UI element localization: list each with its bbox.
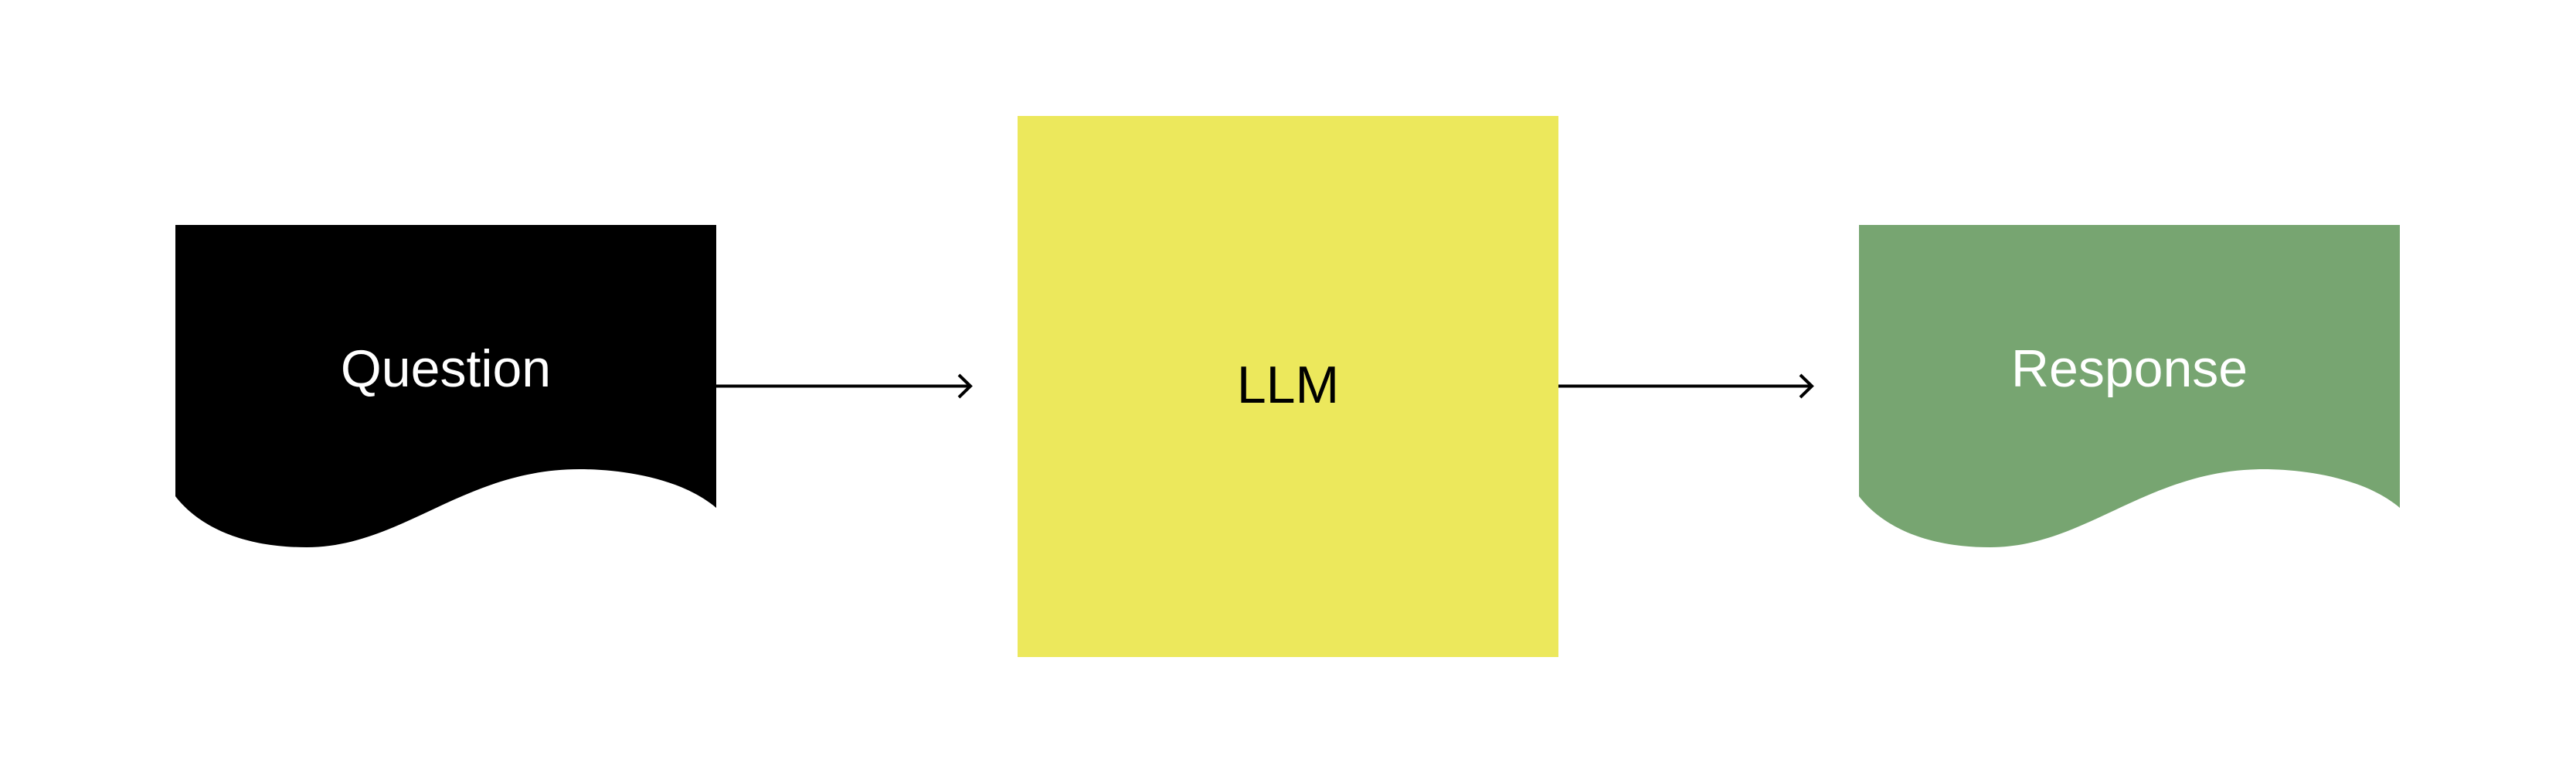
llm-node-shape xyxy=(1018,116,1558,657)
question-node-shape xyxy=(175,225,716,547)
arrow-question-to-llm xyxy=(716,373,973,399)
response-node-shape xyxy=(1859,225,2400,547)
arrow-llm-to-response xyxy=(1558,373,1814,399)
response-label: Response xyxy=(2010,339,2248,398)
llm-label: LLM xyxy=(1236,356,1340,414)
question-label: Question xyxy=(340,339,552,398)
